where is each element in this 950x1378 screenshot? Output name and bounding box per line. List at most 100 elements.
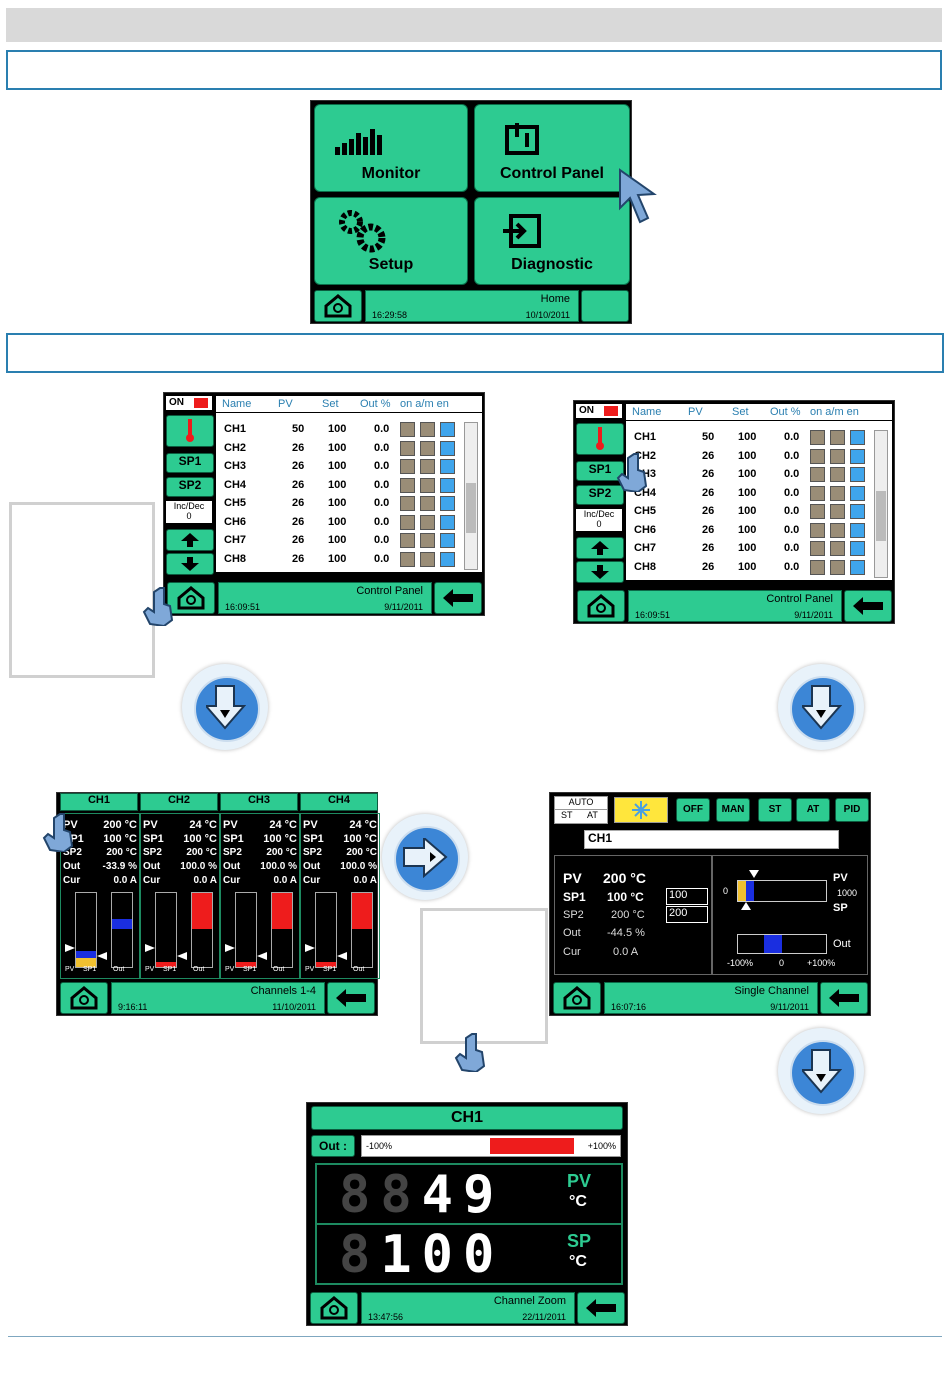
control-panel-button[interactable]: Control Panel	[474, 104, 630, 192]
up-button[interactable]	[576, 537, 624, 559]
status-cell-on[interactable]	[810, 448, 825, 464]
status-cell-am[interactable]	[420, 459, 435, 474]
home-button[interactable]	[553, 982, 601, 1014]
home-button[interactable]	[60, 982, 108, 1014]
status-cell-en[interactable]	[440, 440, 455, 456]
sp2-button[interactable]: SP2	[166, 477, 214, 497]
status-cell-am[interactable]	[830, 430, 845, 445]
home-button[interactable]	[310, 1292, 358, 1324]
status-cell-en[interactable]	[440, 459, 455, 474]
sp1-button[interactable]: SP1	[576, 461, 624, 481]
down-button[interactable]	[576, 561, 624, 583]
status-cell-on[interactable]	[810, 467, 825, 482]
status-cell-en[interactable]	[850, 522, 865, 538]
status-cell-on[interactable]	[810, 541, 825, 556]
channel-name-field[interactable]: CH1	[584, 830, 839, 849]
temperature-button[interactable]	[576, 423, 624, 455]
status-cell-am[interactable]	[830, 485, 845, 501]
status-cell-en[interactable]	[440, 496, 455, 511]
status-cell-on[interactable]	[810, 485, 825, 501]
status-cell-on[interactable]	[400, 496, 415, 511]
status-cell-on[interactable]	[810, 559, 825, 575]
status-cell-am[interactable]	[830, 541, 845, 556]
auto-st-at-block[interactable]: AUTO ST AT	[554, 796, 608, 824]
status-cell-en[interactable]	[850, 485, 865, 501]
status-cell-on[interactable]	[400, 440, 415, 456]
status-cell-am[interactable]	[420, 477, 435, 493]
status-cell-am[interactable]	[420, 514, 435, 530]
table-scrollbar[interactable]	[874, 430, 888, 578]
back-button[interactable]	[820, 982, 868, 1014]
pid-button[interactable]: PID	[835, 798, 869, 822]
status-cell-on[interactable]	[400, 459, 415, 474]
back-button[interactable]	[327, 982, 375, 1014]
status-cell-am[interactable]	[830, 559, 845, 575]
monitor-button[interactable]: Monitor	[314, 104, 468, 192]
status-cell-am[interactable]	[830, 504, 845, 519]
status-cell-en[interactable]	[850, 467, 865, 482]
status-cell-en[interactable]	[850, 430, 865, 445]
cool-indicator[interactable]	[614, 797, 668, 823]
status-cell-on[interactable]	[400, 477, 415, 493]
sp1-button[interactable]: SP1	[166, 453, 214, 473]
back-button[interactable]	[577, 1292, 625, 1324]
status-cell-on[interactable]	[810, 522, 825, 538]
status-cell-on[interactable]	[400, 422, 415, 437]
temperature-button[interactable]	[166, 415, 214, 447]
status-cell-en[interactable]	[440, 514, 455, 530]
diagnostic-button[interactable]: Diagnostic	[474, 197, 630, 285]
status-cell-en[interactable]	[440, 422, 455, 437]
back-button[interactable]	[844, 590, 892, 622]
sp2-button[interactable]: SP2	[576, 485, 624, 505]
status-cell-am[interactable]	[830, 522, 845, 538]
back-button[interactable]	[434, 582, 482, 614]
status-cell-en[interactable]	[440, 533, 455, 548]
man-button[interactable]: MAN	[716, 798, 750, 822]
on-indicator[interactable]: ON	[166, 396, 212, 410]
status-cell-on[interactable]	[400, 533, 415, 548]
st-button[interactable]: ST	[758, 798, 792, 822]
home-button[interactable]	[167, 582, 215, 614]
table-scrollbar[interactable]	[464, 422, 478, 570]
status-cell-on[interactable]	[810, 504, 825, 519]
home-button[interactable]	[314, 290, 362, 322]
status-cell-am[interactable]	[420, 496, 435, 511]
channel-tab[interactable]: CH1	[60, 793, 138, 811]
status-cell-on[interactable]	[400, 551, 415, 567]
channel-tab[interactable]: CH2	[140, 793, 218, 811]
status-cell-am[interactable]	[830, 467, 845, 482]
on-indicator[interactable]: ON	[576, 404, 622, 418]
status-cell-en[interactable]	[440, 551, 455, 567]
status-cell-en[interactable]	[850, 448, 865, 464]
up-button[interactable]	[166, 529, 214, 551]
status-cell-on[interactable]	[400, 514, 415, 530]
home-button[interactable]	[577, 590, 625, 622]
status-cell-am[interactable]	[420, 422, 435, 437]
status-cell-en[interactable]	[850, 559, 865, 575]
status-cell-en[interactable]	[850, 541, 865, 556]
setup-button[interactable]: Setup	[314, 197, 468, 285]
off-button[interactable]: OFF	[676, 798, 710, 822]
status-cell-am[interactable]	[420, 551, 435, 567]
at-button[interactable]: AT	[796, 798, 830, 822]
status-cell-en[interactable]	[850, 504, 865, 519]
status-cell-on[interactable]	[810, 430, 825, 445]
channel-tab[interactable]: CH4	[300, 793, 378, 811]
